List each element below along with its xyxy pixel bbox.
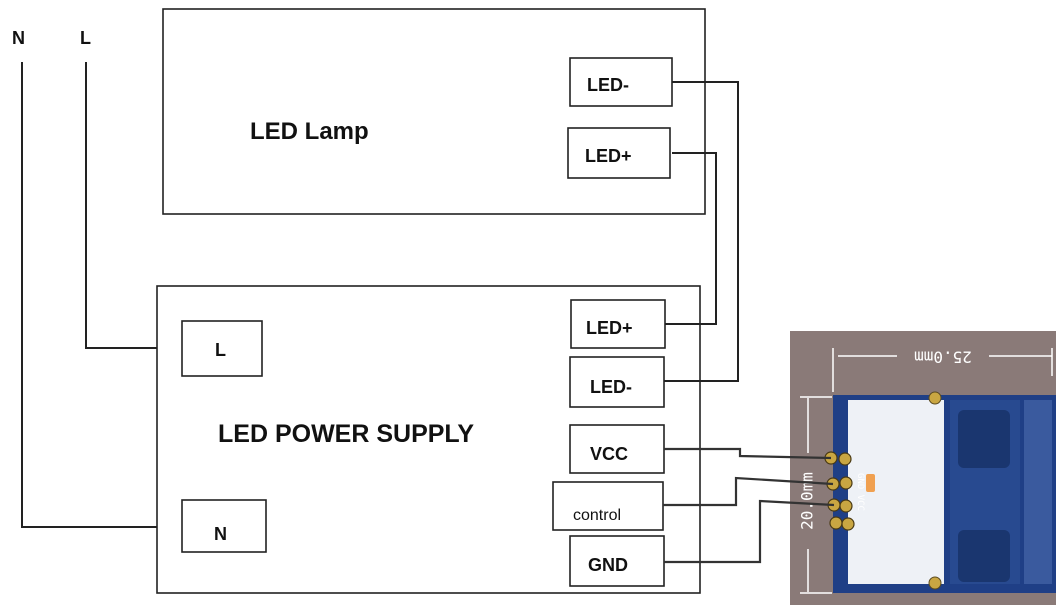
supply-output-control-label: control — [573, 507, 621, 524]
supply-input-n — [181, 499, 267, 553]
module-chip-bottom — [958, 530, 1010, 582]
height-dimension-label-bg — [797, 453, 819, 549]
gnd-wire — [664, 499, 835, 564]
pin-pad — [841, 517, 855, 531]
width-dimension-label-bg — [897, 345, 989, 367]
led-plus-wire — [665, 152, 717, 325]
supply-output-control — [552, 481, 664, 531]
supply-output-vcc-label: VCC — [590, 444, 628, 464]
mains-n-label: N — [12, 28, 25, 48]
supply-output-gnd — [569, 535, 665, 587]
mains-l-label: L — [80, 28, 91, 48]
supply-output-led-minus-label: LED- — [590, 377, 632, 397]
mounting-hole-top — [928, 391, 942, 405]
supply-output-led-plus-label: LED+ — [586, 318, 633, 338]
module-chip-top — [958, 410, 1010, 468]
module-sensor-area — [848, 400, 944, 584]
supply-output-vcc — [569, 424, 665, 474]
supply-input-l-label: L — [215, 340, 226, 360]
lamp-terminal-led-plus — [567, 127, 671, 179]
pin-labels: GND VCC — [855, 473, 865, 511]
sensor-module: 25.0mm 20.0mm GND VCC — [790, 331, 1056, 605]
mounting-hole-bottom — [928, 576, 942, 590]
mains-n-wire — [21, 62, 182, 528]
led-minus-wire — [664, 81, 739, 382]
supply-output-led-minus — [569, 356, 665, 408]
pin-pad — [839, 476, 853, 490]
control-wire — [663, 476, 834, 507]
supply-input-n-label: N — [214, 524, 227, 544]
module-edge-strip — [1024, 400, 1052, 584]
power-supply-title: LED POWER SUPPLY — [218, 420, 474, 448]
supply-input-l — [181, 320, 263, 377]
pin-pad — [838, 452, 852, 466]
pin-pad — [839, 499, 853, 513]
led-lamp-box: LED Lamp LED- LED+ — [162, 8, 706, 215]
lamp-terminal-led-plus-label: LED+ — [585, 146, 632, 166]
lamp-terminal-led-minus-label: LED- — [587, 75, 629, 95]
power-supply-box: LED POWER SUPPLY L N LED+ LED- VCC contr… — [156, 285, 701, 594]
supply-output-gnd-label: GND — [588, 555, 628, 575]
pin-pad — [829, 516, 843, 530]
module-component — [866, 474, 875, 492]
width-dimension-label: 25.0mm — [914, 348, 972, 367]
mains-l-wire — [85, 62, 182, 349]
height-dimension-label: 20.0mm — [798, 472, 817, 530]
vcc-wire — [664, 447, 832, 460]
supply-output-led-plus — [570, 299, 666, 349]
led-lamp-title: LED Lamp — [250, 118, 369, 145]
